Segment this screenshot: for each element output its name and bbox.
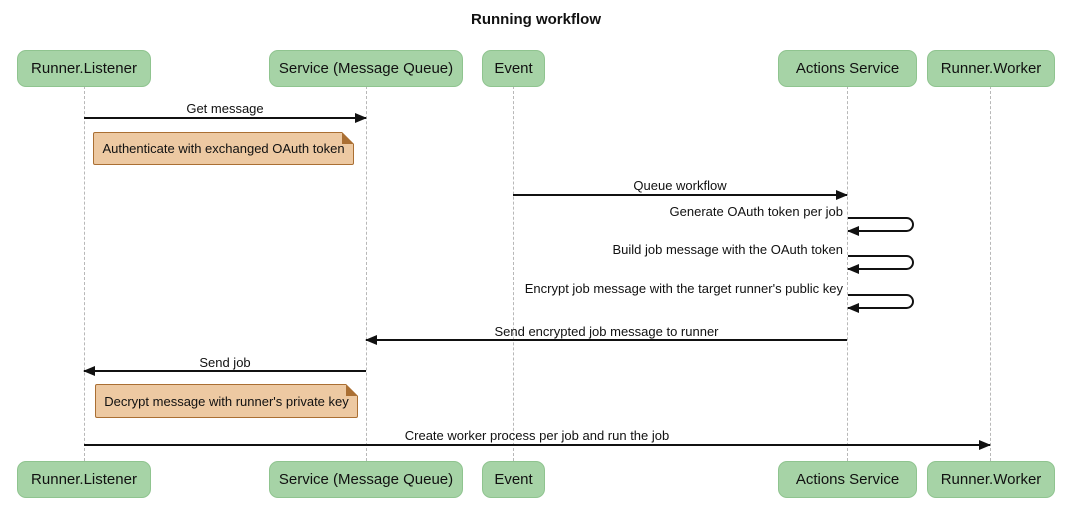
diagram-title: Running workflow	[471, 11, 601, 28]
note-fold-icon	[346, 384, 358, 396]
message-line-send-encrypted-job	[365, 335, 847, 345]
actor-top-actions-service: Actions Service	[778, 50, 917, 87]
actor-bottom-service-message-queue: Service (Message Queue)	[269, 461, 463, 498]
actor-bottom-actions-service: Actions Service	[778, 461, 917, 498]
arrowhead-right-icon	[979, 440, 991, 450]
self-loop-build-job-message	[847, 255, 914, 274]
self-loop-encrypt-job-message	[847, 294, 914, 313]
lifeline-event	[513, 86, 514, 461]
message-label-queue-workflow: Queue workflow	[633, 178, 727, 193]
message-label-build-job-message: Build job message with the OAuth token	[612, 242, 843, 257]
message-line-create-worker	[84, 440, 991, 450]
message-label-generate-oauth-token: Generate OAuth token per job	[669, 204, 843, 219]
message-label-send-encrypted-job: Send encrypted job message to runner	[494, 324, 719, 339]
message-label-get-message: Get message	[186, 101, 264, 116]
lifeline-runner-listener	[84, 86, 85, 461]
actor-top-runner-worker: Runner.Worker	[927, 50, 1055, 87]
arrowhead-right-icon	[836, 190, 848, 200]
message-label-create-worker: Create worker process per job and run th…	[404, 428, 670, 443]
note-fold-icon	[342, 132, 354, 144]
arrowhead-left-icon	[847, 303, 859, 313]
arrowhead-left-icon	[847, 226, 859, 236]
note-decrypt-message: Decrypt message with runner's private ke…	[95, 384, 358, 418]
arrowhead-left-icon	[83, 366, 95, 376]
lifeline-service-message-queue	[366, 86, 367, 461]
message-line-get-message	[84, 113, 367, 123]
actor-top-event: Event	[482, 50, 545, 87]
actor-bottom-runner-listener: Runner.Listener	[17, 461, 151, 498]
self-loop-generate-oauth-token	[847, 217, 914, 236]
message-line-send-job	[83, 366, 366, 376]
message-label-encrypt-job-message: Encrypt job message with the target runn…	[524, 281, 843, 296]
actor-bottom-event: Event	[482, 461, 545, 498]
note-text: Decrypt message with runner's private ke…	[104, 393, 349, 409]
arrowhead-left-icon	[847, 264, 859, 274]
arrowhead-right-icon	[355, 113, 367, 123]
actor-bottom-runner-worker: Runner.Worker	[927, 461, 1055, 498]
arrowhead-left-icon	[365, 335, 377, 345]
note-authenticate-oauth: Authenticate with exchanged OAuth token	[93, 132, 354, 165]
message-label-send-job: Send job	[199, 355, 251, 370]
actor-top-service-message-queue: Service (Message Queue)	[269, 50, 463, 87]
message-line-queue-workflow	[513, 190, 848, 200]
actor-top-runner-listener: Runner.Listener	[17, 50, 151, 87]
note-text: Authenticate with exchanged OAuth token	[102, 141, 345, 156]
lifeline-runner-worker	[990, 86, 991, 461]
